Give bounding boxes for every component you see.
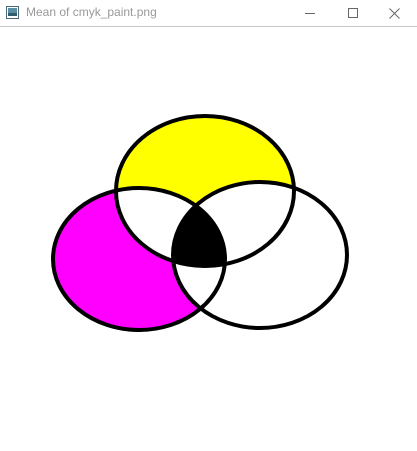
app-icon [6, 6, 19, 19]
magenta-ellipse-outline [51, 186, 227, 332]
window-title: Mean of cmyk_paint.png [26, 5, 157, 19]
minimize-button[interactable] [287, 0, 333, 26]
white-ellipse-outline [171, 180, 349, 330]
maximize-icon [348, 8, 358, 18]
close-icon [388, 7, 400, 19]
maximize-button[interactable] [330, 0, 376, 26]
title-bar[interactable]: Mean of cmyk_paint.png [0, 0, 417, 27]
close-button[interactable] [371, 0, 417, 26]
image-canvas [51, 114, 349, 332]
minimize-icon [305, 13, 315, 14]
